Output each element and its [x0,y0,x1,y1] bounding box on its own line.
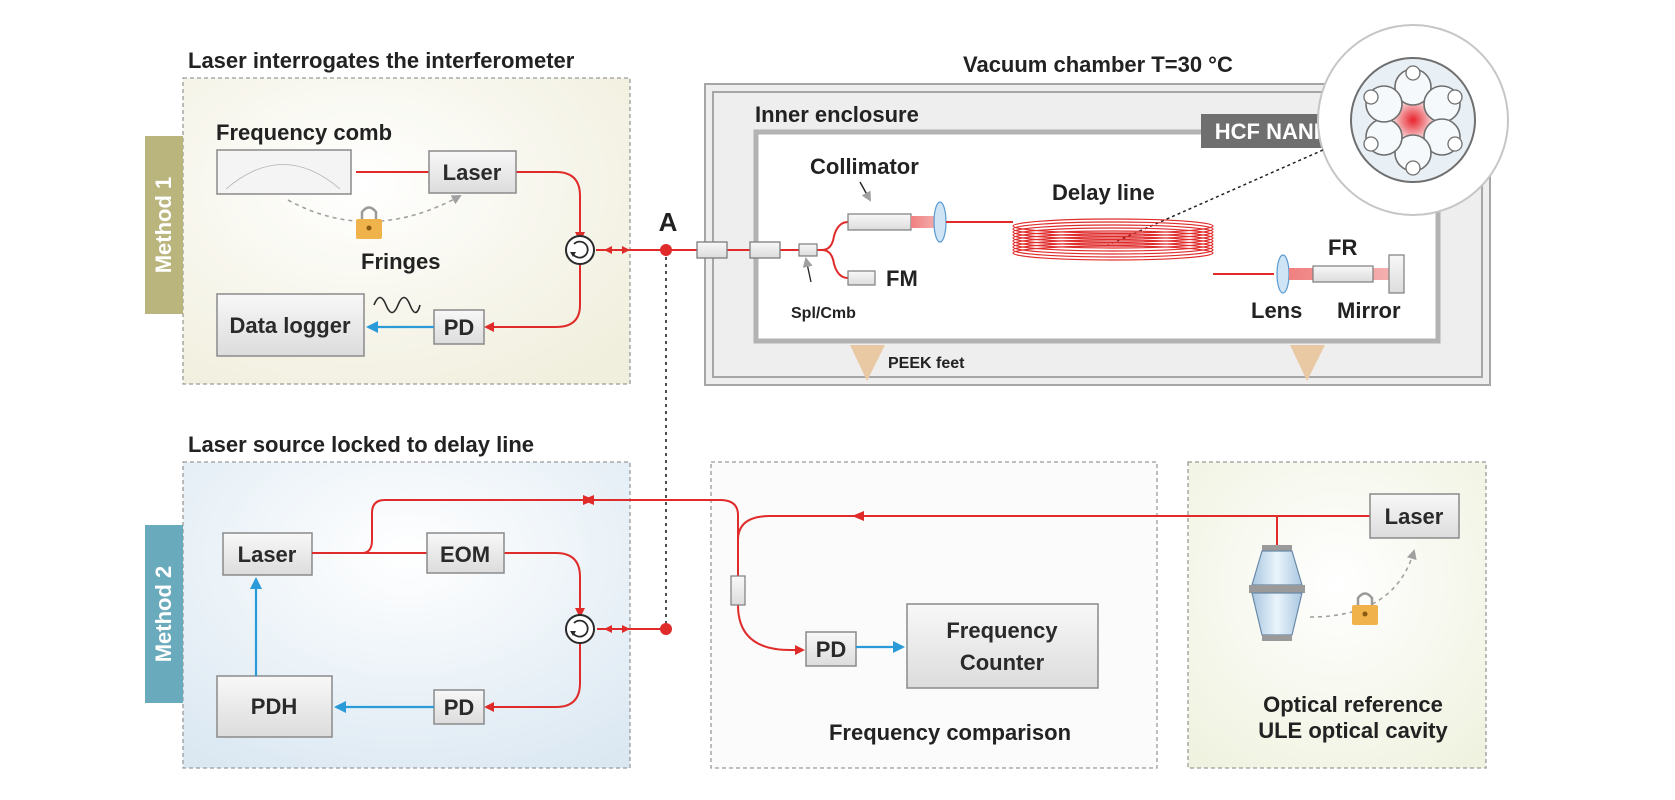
fiber-paths [336,171,1374,712]
connector-1 [696,241,728,259]
fr-label: FR [1328,235,1357,260]
bidir-arrow-1 [604,246,630,254]
arrow-top-right [583,495,595,505]
reference-lock-arrow [1309,549,1417,618]
method2-laser: Laser [222,532,313,576]
lens [1276,254,1290,294]
ule-cavity [1249,545,1305,641]
fringes-label: Fringes [361,249,440,274]
svg-text:PD: PD [816,637,847,662]
svg-text:Frequency: Frequency [946,618,1058,643]
inner-enclosure-label: Inner enclosure [755,102,919,127]
svg-text:Laser: Laser [238,542,297,567]
bidir-arrow-2 [604,625,630,633]
fringes-wave [373,296,421,314]
reference-lock-icon [1352,592,1378,625]
delay-line-coil [1012,218,1214,261]
collimator-beam [911,216,938,228]
chamber-title: Vacuum chamber T=30 °C [963,52,1233,77]
point-a-dot [660,244,672,256]
point-a-label: A [659,207,678,237]
frequency-comb-label: Frequency comb [216,120,392,145]
peek-foot-left [850,345,885,381]
peek-feet-label: PEEK feet [888,355,965,372]
svg-text:EOM: EOM [440,542,490,567]
svg-text:PD: PD [444,315,475,340]
comparison-pd: PD [805,631,857,667]
reference-line2: ULE optical cavity [1258,718,1448,743]
method1-title: Laser interrogates the interferometer [188,48,575,73]
collimator-lens [933,201,947,243]
svg-text:Laser: Laser [443,160,502,185]
svg-text:PDH: PDH [251,694,297,719]
fiber-cross-section [1317,24,1509,216]
svg-text:Counter: Counter [960,650,1045,675]
data-logger: Data logger [216,293,365,357]
lock-icon [356,206,382,239]
collimator-pointer [859,181,871,202]
arrow-ref [852,511,864,521]
method2-tab: Method 2 [145,525,183,703]
svg-text:Method 2: Method 2 [151,566,176,663]
comparison-coupler [730,575,746,606]
method2-pd: PD [433,689,485,725]
collimator-label: Collimator [810,154,919,179]
svg-text:Method 1: Method 1 [151,177,176,274]
svg-text:PD: PD [444,695,475,720]
mirror [1388,254,1405,294]
peek-foot-right [1290,345,1325,381]
splitter-combiner [798,243,818,257]
circulator-2 [565,614,595,644]
eom: EOM [426,532,505,574]
spl-label: Spl/Cmb [791,305,856,322]
faraday-mirror [847,270,876,286]
svg-text:HCF NANF: HCF NANF [1215,119,1327,144]
faraday-rotator [1312,265,1374,283]
hcf-label: HCF NANF [1201,114,1341,148]
delay-line-label: Delay line [1052,180,1155,205]
spl-pointer [802,257,813,283]
svg-text:Laser: Laser [1385,504,1444,529]
lens-label: Lens [1251,298,1302,323]
frequency-comb-box [216,149,352,195]
mirror-label: Mirror [1337,298,1401,323]
frequency-counter: Frequency Counter [906,603,1099,689]
svg-text:Data logger: Data logger [229,313,350,338]
fm-label: FM [886,266,918,291]
method1-tab: Method 1 [145,136,183,314]
comparison-title: Frequency comparison [829,720,1071,745]
collimator [847,213,912,231]
pdh-box: PDH [216,675,333,738]
circulator-1 [565,235,595,265]
method2-title: Laser source locked to delay line [188,432,534,457]
reference-line1: Optical reference [1263,692,1443,717]
connector-2 [749,241,781,259]
reference-laser: Laser [1369,493,1460,539]
method1-pd: PD [433,309,485,345]
method1-laser: Laser [428,150,517,194]
point-a-dot-lower [660,623,672,635]
